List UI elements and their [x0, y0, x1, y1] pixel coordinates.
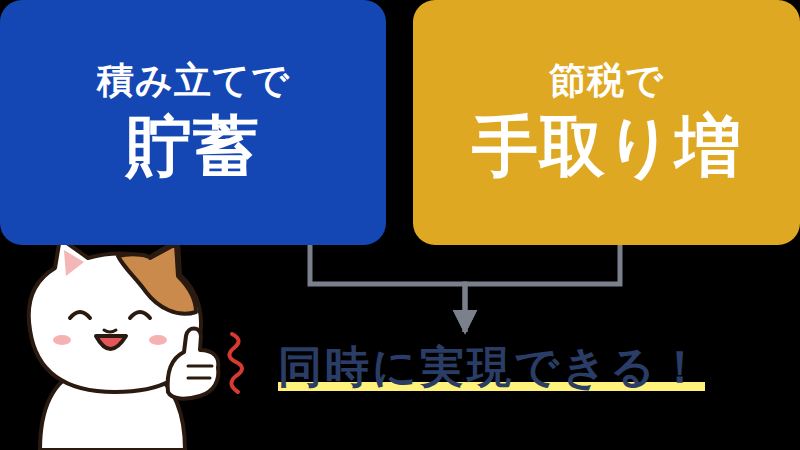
box-heading: 同時に実現できる！: [278, 342, 705, 393]
merge-connector: [310, 245, 465, 332]
box-main-text: 手取り増: [472, 109, 742, 185]
savings-box: 積み立てで貯蓄: [0, 0, 386, 245]
merge-connector: [465, 245, 620, 332]
box-heading: 積み立てで: [97, 60, 290, 103]
box-main-text: 貯蓄: [126, 109, 260, 185]
emphasis-squiggle: [229, 334, 242, 392]
cat: [29, 238, 219, 450]
box-heading: 節税で: [549, 60, 664, 103]
tax-box: 節税で手取り増: [413, 0, 800, 245]
result-text: 同時に実現できる！: [272, 336, 711, 399]
